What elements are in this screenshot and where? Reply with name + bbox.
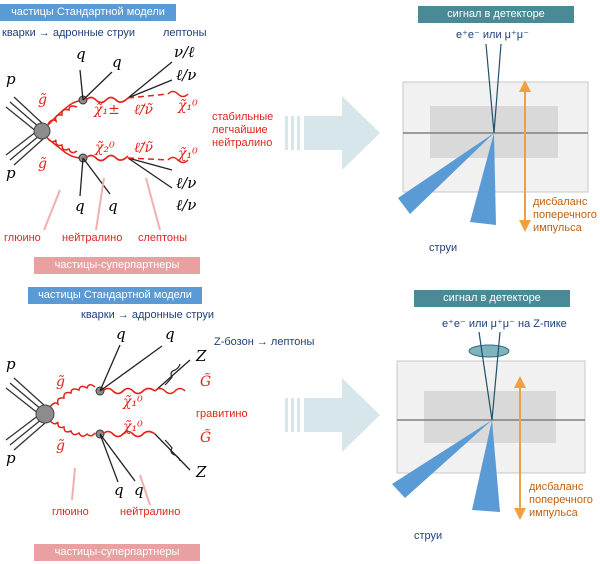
bottom-detector [392, 331, 586, 520]
bottom-z-boson-1: Z [196, 347, 207, 365]
bottom-gluino-symbol-b: g̃ [56, 438, 65, 454]
top-jet-a [398, 133, 494, 214]
bottom-gravitino-symbol-a: G̃ [200, 374, 212, 390]
top-chargino-symbol: χ̃₁± [94, 102, 120, 118]
bottom-proton-b: p [6, 449, 16, 467]
bottom-gluino-label: глюино [52, 506, 89, 518]
bottom-met-line-2: поперечного [529, 494, 593, 506]
bottom-gluino-symbol-a: g̃ [56, 374, 65, 390]
bottom-proton-beam-b [5, 414, 46, 451]
top-big-arrow [285, 96, 380, 170]
top-sleptons-label: слептоны [138, 232, 188, 244]
bottom-detector-jets: струи [414, 530, 443, 542]
bottom-neutralino-symbol-a: χ̃₁⁰ [123, 394, 143, 410]
top-neutralino2-symbol: χ̃₂⁰ [95, 140, 115, 156]
top-proton-beam-a [5, 96, 44, 133]
bottom-quark-4: q [134, 481, 144, 499]
bottom-neutralino-label: нейтралино [120, 506, 181, 518]
top-leptons-label: лептоны [163, 27, 207, 39]
top-detector-box: сигнал в детекторе [418, 6, 574, 23]
top-gluino-symbol-b: g̃ [38, 156, 47, 172]
bottom-gluino-leader [71, 467, 76, 501]
top-quark-4: q [108, 197, 118, 215]
top-detector [398, 43, 589, 232]
bottom-proton-a: p [6, 355, 16, 373]
top-gluino-label: глюино [4, 232, 41, 244]
bottom-neutralino-leader [139, 474, 151, 506]
top-met-line-2: поперечного [533, 209, 597, 221]
top-sm-particles-box: частицы Стандартной модели [0, 4, 176, 21]
top-lsp-symbol-b: χ̃₁⁰ [178, 146, 198, 162]
bottom-neutralino-symbol-b: χ̃₁⁰ [123, 419, 143, 435]
bottom-sm-particles-box: частицы Стандартной модели [28, 287, 202, 304]
bottom-jet-a [392, 420, 492, 498]
top-l-nu-lower-1: ℓ/ν [176, 174, 197, 192]
top-quark-1: q [76, 45, 86, 63]
top-susy-box: частицы-суперпартнеры [34, 257, 200, 274]
top-proton-a: p [6, 70, 16, 88]
bottom-big-arrow [285, 378, 380, 452]
top-feynman-diagram [5, 61, 189, 231]
top-sleptons-leader [145, 177, 161, 231]
bottom-z-peak-ellipse [468, 344, 510, 358]
top-nu-l: ν/ℓ [174, 43, 195, 61]
bottom-feynman-diagram [5, 344, 191, 506]
top-slepton-symbol-b: ℓ̃/ν̃ [134, 140, 154, 156]
bottom-z-label: Z-бозон → лептоны [214, 336, 315, 348]
bottom-collision-vertex [35, 404, 55, 424]
bottom-gravitino-symbol-b: G̃ [200, 430, 212, 446]
top-quark-2: q [112, 53, 122, 71]
top-gluino-line-a [44, 99, 83, 129]
top-proton-b: p [6, 164, 16, 182]
top-neutralino-leader [95, 177, 105, 231]
bottom-proton-beam-a [5, 377, 46, 415]
top-l-nu-upper: ℓ/ν [176, 66, 197, 84]
top-detector-leptons: e⁺e⁻ или μ⁺μ⁻ [456, 29, 529, 41]
top-quark-3: q [75, 197, 85, 215]
top-stable-lsp-line-2: легчайшие [212, 124, 268, 136]
top-proton-beam-b [5, 130, 44, 166]
bottom-met-line-1: дисбаланс [529, 481, 584, 493]
top-detector-jets: струи [429, 242, 458, 254]
bottom-detector-leptons: e⁺e⁻ или μ⁺μ⁻ на Z-пике [442, 318, 567, 330]
bottom-jet-b [472, 420, 500, 512]
top-stable-lsp-line-3: нейтралино [212, 137, 273, 149]
top-slepton-symbol-a: ℓ̃/ν̃ [134, 102, 154, 118]
top-lsp-symbol-a: χ̃₁⁰ [178, 98, 198, 114]
top-gluino-symbol-a: g̃ [38, 92, 47, 108]
bottom-z-boson-2: Z [196, 463, 207, 481]
top-gluino-line-b [44, 135, 83, 159]
top-l-nu-lower-2: ℓ/ν [176, 196, 197, 214]
top-gluino-leader [43, 189, 61, 231]
bottom-gravitino-label: гравитино [196, 408, 248, 420]
bottom-quark-2: q [165, 325, 175, 343]
bottom-detector-box: сигнал в детекторе [414, 290, 570, 307]
bottom-quark-1: q [116, 325, 126, 343]
top-met-line-1: дисбаланс [533, 196, 588, 208]
top-quarks-label: кварки → адронные струи [2, 27, 136, 39]
top-collision-vertex [33, 122, 51, 140]
top-neutralino-label: нейтралино [62, 232, 123, 244]
bottom-quarks-label: кварки → адронные струи [81, 309, 215, 321]
bottom-quark-3: q [114, 481, 124, 499]
top-met-line-3: импульса [533, 222, 582, 234]
bottom-susy-box: частицы-суперпартнеры [34, 544, 200, 561]
top-jet-b [470, 133, 496, 225]
top-stable-lsp-line-1: стабильные [212, 111, 274, 123]
bottom-met-line-3: импульса [529, 507, 578, 519]
